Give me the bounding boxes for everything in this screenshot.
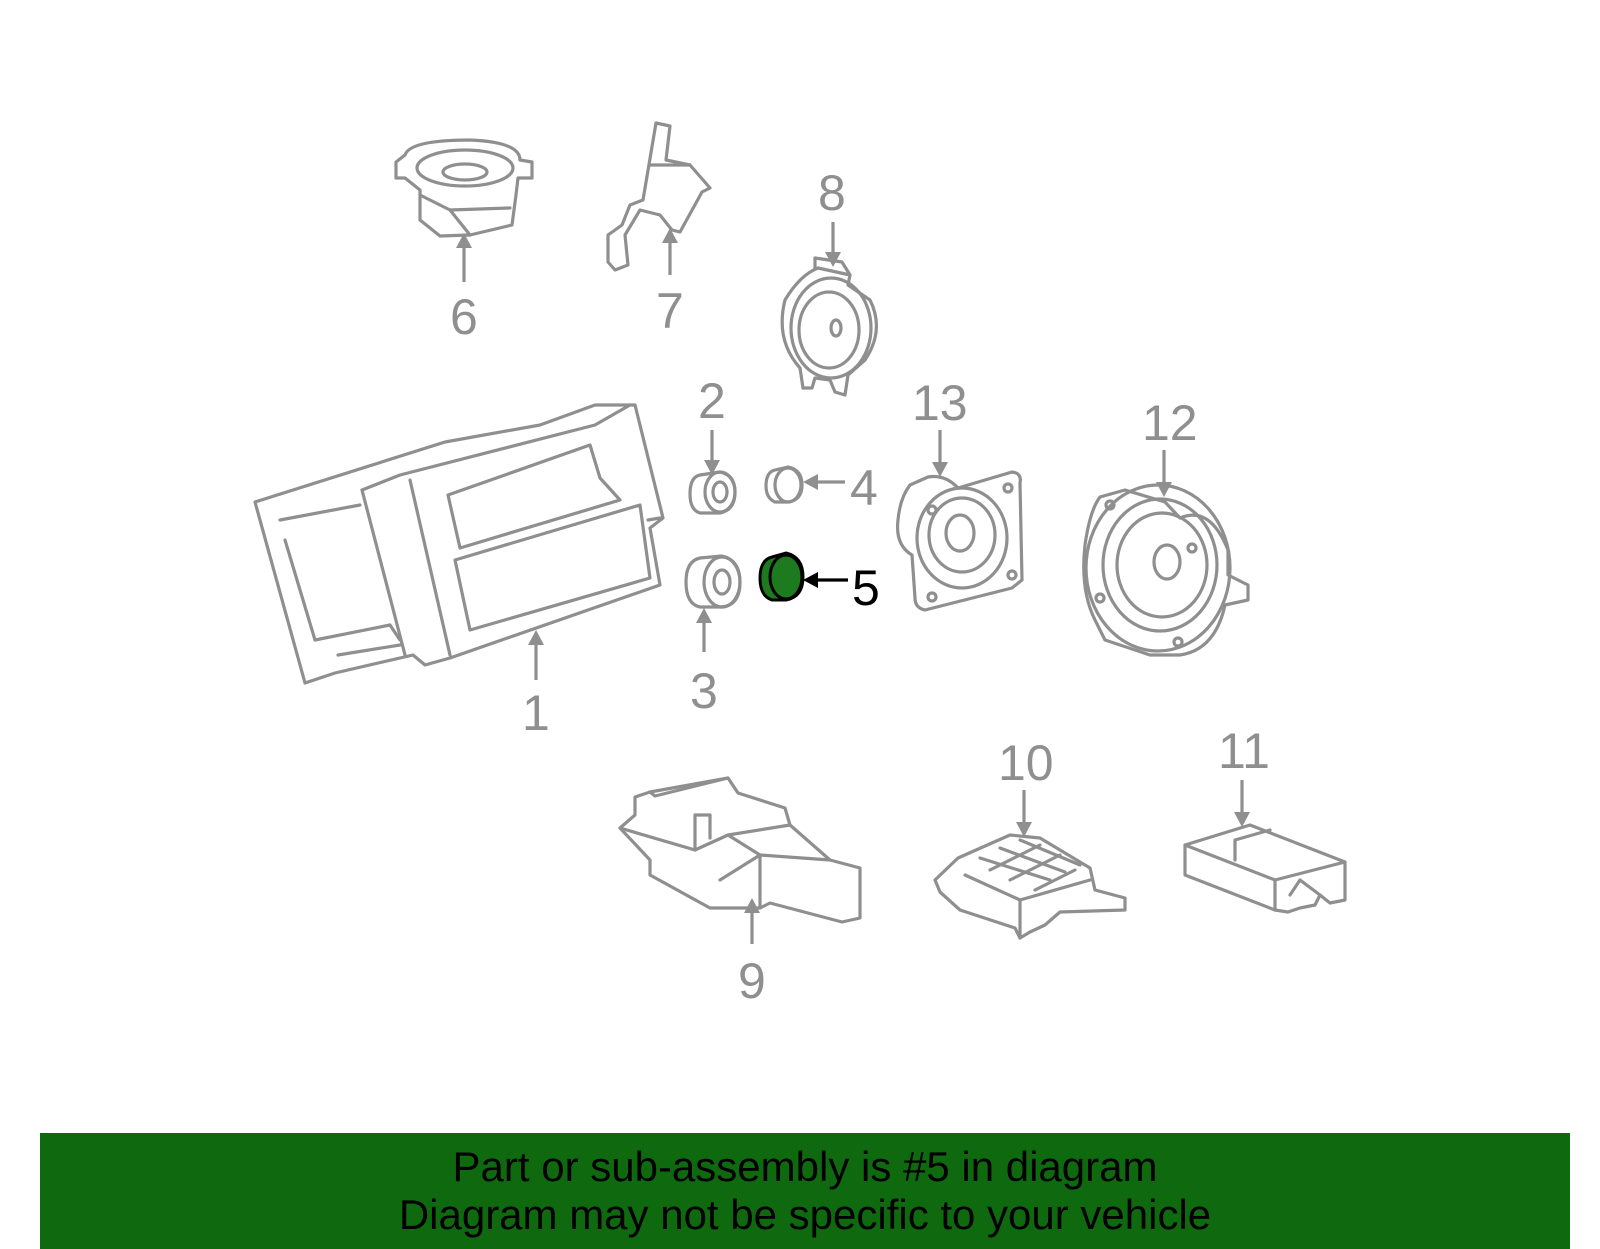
part-11-module[interactable] — [1183, 823, 1347, 914]
callout-1: 1 — [522, 685, 550, 741]
part-13-speaker[interactable] — [895, 470, 1024, 612]
callout-5: 5 — [852, 560, 880, 616]
callout-10: 10 — [998, 735, 1054, 791]
callout-3: 3 — [690, 663, 718, 719]
part-7-bracket[interactable] — [606, 121, 712, 272]
part-5-cap-highlighted[interactable] — [758, 551, 805, 602]
callout-7: 7 — [656, 283, 684, 339]
part-9-bracket[interactable] — [618, 776, 862, 924]
callout-6: 6 — [450, 289, 478, 345]
part-8-tweeter[interactable] — [780, 256, 879, 397]
part-6-speaker[interactable] — [394, 138, 534, 238]
callout-11: 11 — [1218, 723, 1270, 779]
part-1-head-unit[interactable] — [253, 403, 665, 685]
part-4-cap[interactable] — [764, 465, 804, 504]
callout-8: 8 — [818, 165, 846, 221]
info-banner: Part or sub-assembly is #5 in diagram Di… — [40, 1133, 1570, 1249]
part-10-module[interactable] — [933, 833, 1127, 940]
callout-2: 2 — [698, 373, 726, 429]
callout-12: 12 — [1142, 395, 1198, 451]
banner-line-1: Part or sub-assembly is #5 in diagram — [452, 1143, 1158, 1190]
callout-13: 13 — [912, 375, 968, 431]
callout-4: 4 — [850, 460, 878, 516]
callout-9: 9 — [738, 953, 766, 1009]
part-2-bushing[interactable] — [688, 470, 737, 515]
part-3-bushing[interactable] — [684, 554, 742, 609]
banner-line-2: Diagram may not be specific to your vehi… — [398, 1191, 1212, 1238]
part-12-speaker[interactable] — [1082, 483, 1250, 657]
